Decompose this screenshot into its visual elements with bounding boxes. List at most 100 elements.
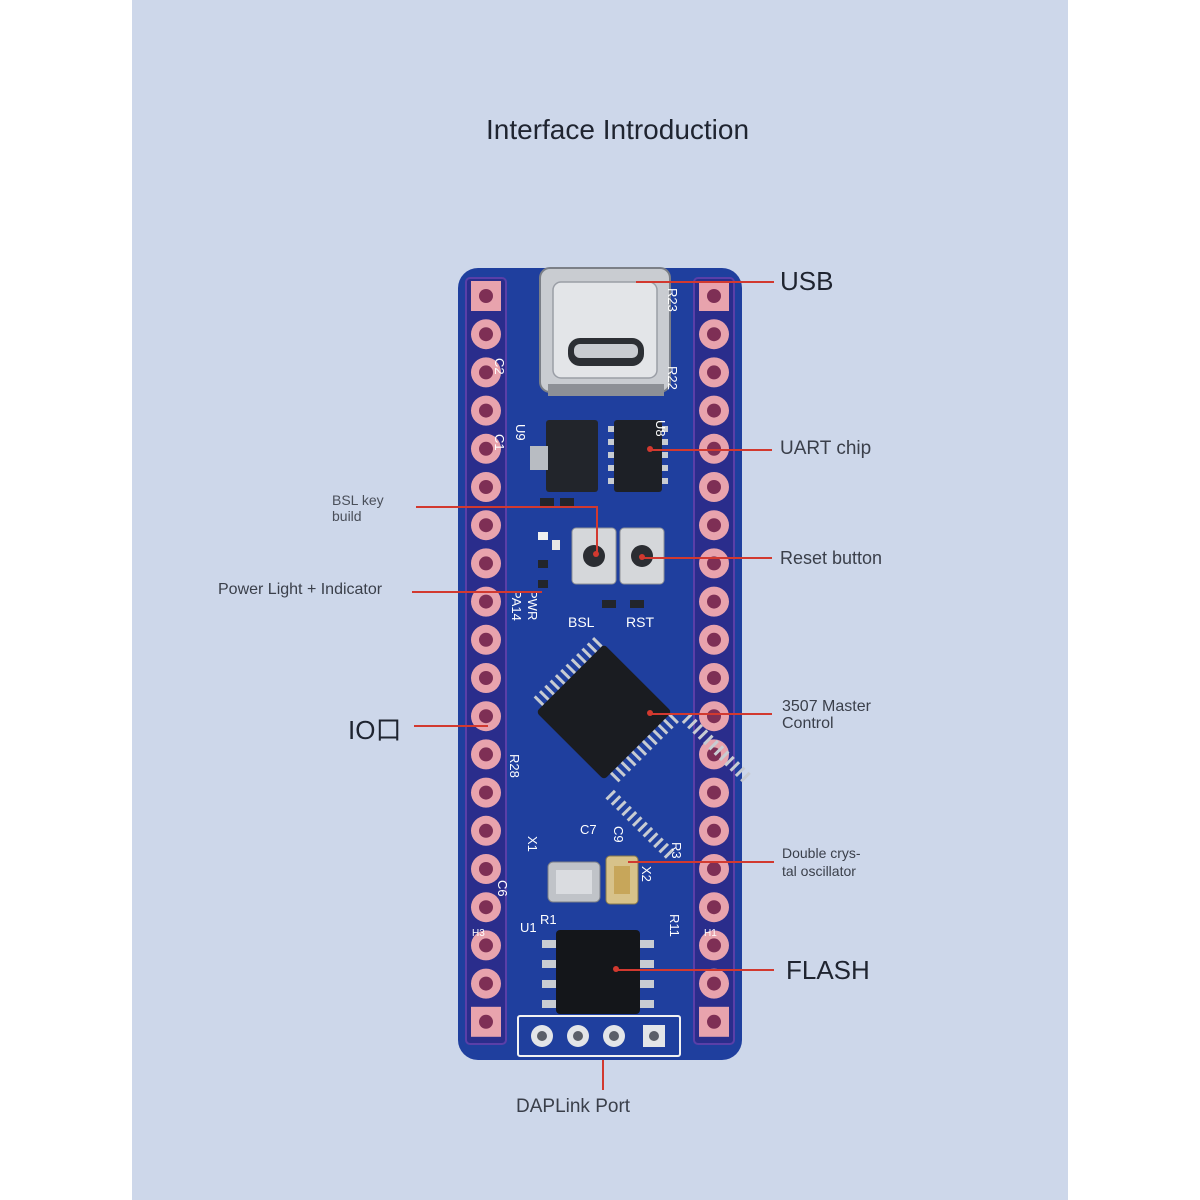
io-pad <box>699 968 729 999</box>
daplink-header <box>517 1015 681 1057</box>
label-master-line2: Control <box>782 715 834 732</box>
io-pad <box>471 357 501 388</box>
leader-usb <box>636 281 774 283</box>
silk-r22: R22 <box>665 366 680 390</box>
master-mcu <box>533 637 751 859</box>
io-pad <box>471 854 501 884</box>
io-pad <box>699 815 729 846</box>
io-pad <box>471 433 501 464</box>
leader-daplink <box>602 1060 604 1090</box>
io-pad <box>699 357 729 388</box>
silk-c7: C7 <box>580 822 597 837</box>
io-pad <box>471 930 501 961</box>
page-title: Interface Introduction <box>486 114 750 145</box>
silk-r3: R3 <box>669 842 684 859</box>
silk-bsl: BSL <box>568 614 595 630</box>
label-bsl-line1: BSL key <box>332 492 384 508</box>
io-pad <box>471 395 501 426</box>
io-pad <box>699 281 729 311</box>
label-crystal-line2: tal oscillator <box>782 863 856 879</box>
io-pad <box>471 739 501 770</box>
leader-uart <box>650 449 772 451</box>
silk-u8: U8 <box>653 420 668 437</box>
leader-flash-dot <box>613 966 619 972</box>
io-pad <box>699 586 729 617</box>
label-flash: FLASH <box>786 955 870 985</box>
silk-u9: U9 <box>513 424 528 441</box>
regulator-u9 <box>546 420 598 492</box>
io-pad <box>471 815 501 846</box>
io-pad <box>699 1006 729 1037</box>
io-pad <box>699 510 729 541</box>
silk-x1: X1 <box>525 836 540 852</box>
silk-x2: X2 <box>639 866 654 882</box>
silk-h1: H1 <box>704 928 717 939</box>
leader-bsl-drop <box>596 506 598 554</box>
leader-flash <box>616 969 774 971</box>
io-pad <box>699 395 729 426</box>
leader-io <box>414 725 488 727</box>
label-master-line1: 3507 Master <box>782 698 871 715</box>
daplink-pin <box>567 1025 589 1047</box>
daplink-pin <box>643 1025 665 1047</box>
io-pad <box>699 663 729 693</box>
right-pin-strip <box>693 277 735 1045</box>
leader-master <box>650 713 772 715</box>
io-pad <box>471 624 501 655</box>
io-pad <box>699 777 729 808</box>
daplink-pin <box>531 1025 553 1047</box>
silk-r23: R23 <box>665 288 680 312</box>
io-pad <box>699 892 729 923</box>
right-io-pads <box>699 281 729 1037</box>
uart-chip <box>614 420 662 492</box>
io-pad <box>471 586 501 617</box>
silk-r28: R28 <box>507 754 522 778</box>
leader-bsl <box>416 506 596 508</box>
io-pad <box>471 548 501 579</box>
silk-r11: R11 <box>667 914 682 937</box>
io-pad <box>471 472 501 502</box>
label-io: IO口 <box>348 715 402 745</box>
label-bsl-line2: build <box>332 508 362 524</box>
io-pad <box>471 892 501 923</box>
label-daplink-port: DAPLink Port <box>516 1096 631 1117</box>
silk-c2: C2 <box>492 358 507 375</box>
io-pad <box>699 701 729 732</box>
io-pad <box>471 968 501 999</box>
flash-chip <box>556 930 640 1014</box>
io-pad <box>471 701 501 732</box>
leader-crystal <box>628 861 774 863</box>
io-pad <box>699 854 729 884</box>
leader-master-dot <box>647 710 653 716</box>
io-pad <box>699 930 729 961</box>
label-uart-chip: UART chip <box>780 438 872 459</box>
silk-pa14: PA14 <box>509 590 524 621</box>
leader-reset-dot <box>639 554 645 560</box>
io-pad <box>699 624 729 655</box>
silk-u1: U1 <box>520 920 537 935</box>
io-pad <box>471 663 501 693</box>
silk-h3: H3 <box>472 928 485 939</box>
silk-c9: C9 <box>611 826 626 843</box>
label-power-light: Power Light + Indicator <box>218 581 383 598</box>
silk-c6: C6 <box>495 880 510 897</box>
leader-reset <box>642 557 772 559</box>
left-io-pads <box>471 281 501 1037</box>
label-crystal-line1: Double crys- <box>782 845 861 861</box>
daplink-pin <box>603 1025 625 1047</box>
silk-pwr: PWR <box>525 590 540 621</box>
io-pad <box>471 777 501 808</box>
io-pad <box>471 510 501 541</box>
io-pad <box>699 319 729 350</box>
io-pad <box>699 548 729 579</box>
silk-c1: C1 <box>492 434 507 451</box>
label-reset-button: Reset button <box>780 548 883 568</box>
io-pad <box>699 472 729 502</box>
silk-rst: RST <box>626 614 654 630</box>
silk-r1: R1 <box>540 912 557 927</box>
io-pad <box>471 281 501 311</box>
leader-uart-dot <box>647 446 653 452</box>
io-pad <box>471 319 501 350</box>
io-pad <box>699 433 729 464</box>
